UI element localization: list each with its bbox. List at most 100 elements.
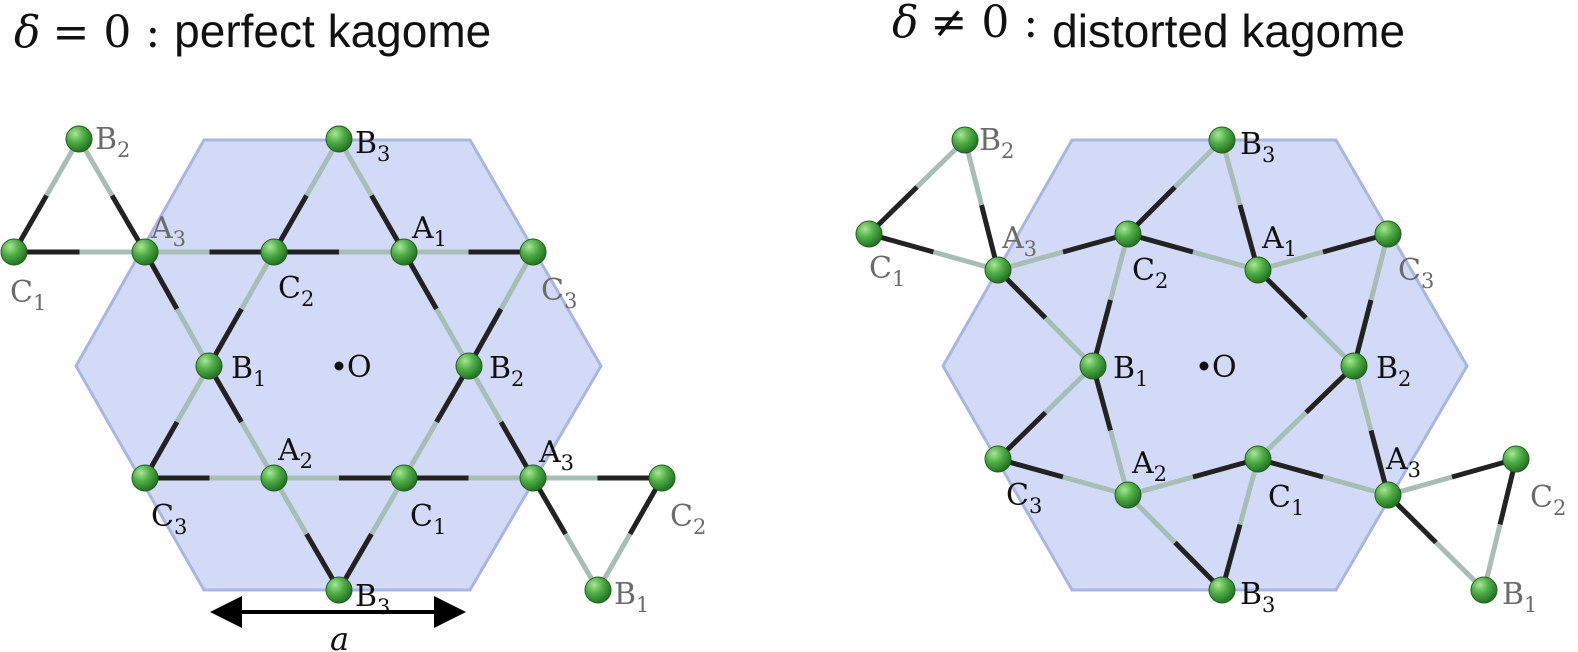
atom-b2 (951, 126, 979, 154)
title-relation: = 0 : (53, 7, 161, 58)
atom-c1 (0, 238, 28, 266)
atom-label-subscript: 1 (1291, 496, 1304, 520)
bond-C2out-B1out (595, 476, 665, 592)
atom-label-letter: B (489, 351, 511, 386)
atom-label-letter: B (1502, 577, 1524, 612)
atom-label-subscript: 2 (1155, 269, 1168, 293)
atom-label-c2: C2 (670, 499, 706, 539)
atom-label-letter: B (614, 577, 636, 612)
atom-c3 (519, 238, 547, 266)
bond-B1out-A3b (530, 476, 601, 592)
atom-label-letter: B (1240, 127, 1262, 162)
origin-dot (1199, 361, 1209, 371)
atom-label-subscript: 3 (1421, 269, 1434, 293)
atom-label-a3: A3 (538, 435, 574, 475)
origin-marker: O (334, 350, 372, 385)
atom-label-letter: C (278, 271, 301, 306)
atom-label-letter: A (411, 211, 434, 246)
atom-label-subscript: 1 (433, 515, 446, 539)
panel-title-perfect: δ = 0 : perfect kagome (14, 5, 491, 58)
atom-label-letter: A (1131, 446, 1154, 481)
atom-b3 (1208, 126, 1236, 154)
atom-label-subscript: 1 (1524, 593, 1537, 617)
atom-label-letter: B (979, 123, 1001, 158)
atom-label-letter: A (277, 433, 300, 468)
atom-label-subscript: 1 (1135, 367, 1148, 391)
atom-layer (0, 125, 676, 604)
atom-label-b1: B1 (1502, 577, 1537, 617)
atom-label-b2: B2 (1376, 351, 1411, 391)
atom-label-a3: A3 (1001, 221, 1037, 261)
atom-label-subscript: 1 (434, 227, 447, 251)
atom-c1 (1244, 445, 1272, 473)
bond-B1out-A3b (1386, 493, 1486, 592)
bond-A3a-B2out (962, 139, 1001, 271)
atom-label-subscript: 3 (564, 289, 577, 313)
atom-label-subscript: 3 (173, 227, 186, 251)
atom-label-subscript: 3 (1262, 143, 1275, 167)
lattice-constant-arrow: a (210, 596, 466, 652)
atom-label-subscript: 3 (561, 451, 574, 475)
atom-label-letter: B (355, 126, 377, 161)
title-text: distorted kagome (1052, 5, 1405, 57)
atom-label-subscript: 3 (1024, 237, 1037, 261)
atom-label-subscript: 3 (377, 595, 390, 619)
atom-label-subscript: 3 (174, 515, 187, 539)
atom-label-b1: B1 (614, 577, 649, 617)
atom-label-letter: C (869, 251, 892, 286)
origin-label: O (347, 350, 372, 385)
atom-c2 (648, 464, 676, 492)
atom-label-letter: C (1530, 480, 1553, 515)
atom-label-b3: B3 (1240, 577, 1275, 617)
atom-label-letter: B (95, 122, 117, 157)
atom-label-c3: C3 (151, 499, 187, 539)
atom-b3 (325, 576, 353, 604)
atom-label-letter: A (1261, 221, 1284, 256)
atom-label-a1: A1 (1261, 221, 1297, 261)
atom-label-subscript: 1 (33, 291, 46, 315)
atom-label-c1: C1 (869, 251, 905, 291)
atom-label-subscript: 2 (1001, 139, 1014, 163)
atom-b1 (1079, 352, 1107, 380)
atom-label-a3: A3 (150, 211, 186, 251)
bond-C2out-B1out (1481, 458, 1519, 591)
atom-label-subscript: 1 (892, 267, 905, 291)
atom-b1 (195, 352, 223, 380)
atom-label-subscript: 2 (693, 515, 706, 539)
atom-label-subscript: 2 (1398, 367, 1411, 391)
atom-label-letter: B (1376, 351, 1398, 386)
atom-b3 (1208, 576, 1236, 604)
atom-label-subscript: 1 (636, 593, 649, 617)
atom-a3 (1374, 481, 1402, 509)
atom-b2 (455, 352, 483, 380)
title-symbol: δ (14, 7, 41, 58)
atom-label-c1: C1 (410, 499, 446, 539)
atom-label-letter: C (10, 275, 33, 310)
title-symbol: δ (892, 0, 919, 48)
atom-c3 (984, 445, 1012, 473)
atom-label-b3: B3 (1240, 127, 1275, 167)
atom-a2 (1114, 481, 1142, 509)
atom-label-subscript: 2 (511, 367, 524, 391)
atom-label-subscript: 1 (253, 367, 266, 391)
origin-label: O (1212, 350, 1237, 385)
atom-label-letter: B (231, 351, 253, 386)
atom-label-subscript: 3 (377, 142, 390, 166)
atom-c2 (260, 238, 288, 266)
atom-label-letter: C (1006, 478, 1029, 513)
title-text: perfect kagome (174, 5, 491, 57)
atom-label-c3: C3 (1006, 478, 1042, 518)
origin-marker: O (1199, 350, 1237, 385)
atom-label-letter: C (151, 499, 174, 534)
atom-b3 (325, 125, 353, 153)
atom-a3 (984, 256, 1012, 284)
atom-label-letter: C (1132, 253, 1155, 288)
atom-label-b2: B2 (489, 351, 524, 391)
atom-label-c3: C3 (1398, 253, 1434, 293)
bond-B2out-C1out (11, 137, 82, 254)
atom-label-letter: B (355, 579, 377, 614)
atom-label-letter: C (410, 499, 433, 534)
atom-label-letter: C (1398, 253, 1421, 288)
